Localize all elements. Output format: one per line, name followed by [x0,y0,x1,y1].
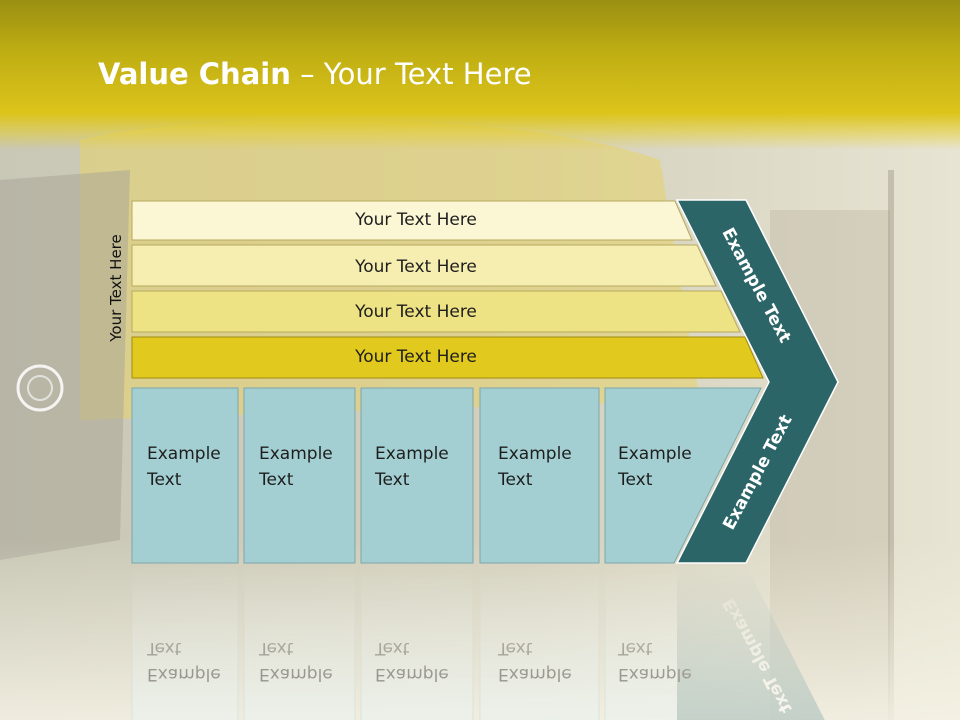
cell-4 [479,387,600,564]
reflection-cell-4 [479,564,600,720]
cell-2 [243,387,356,564]
cell-1 [131,387,239,564]
side-label: Your Text Here [107,234,125,342]
reflection-cell-5-line1: Example [618,664,692,684]
reflection-cell-1 [131,564,239,720]
cell-4-line1: Example [498,444,572,464]
band-group: Your Text Here Your Text Here Your Text … [131,200,764,379]
cell-5-line2: Text [617,470,653,490]
reflection-cell-3-line2: Text [374,638,410,658]
cell-4-line2: Text [497,470,533,490]
reflection-chevron [677,565,825,720]
reflection-cell-1-line1: Example [147,664,221,684]
reflection-cell-4-line2: Text [497,638,533,658]
slide-title-rest: – Your Text Here [290,57,532,91]
slide-title-bold: Value Chain [98,57,291,91]
cell-5-line1: Example [618,444,692,464]
cell-3-line2: Text [374,470,410,490]
slide-title: Value Chain – Your Text Here [98,52,532,96]
reflection-cell-2-line2: Text [258,638,294,658]
shadow-shape [0,170,130,560]
band-2-label: Your Text Here [354,257,477,277]
cell-2-line2: Text [258,470,294,490]
crane-mast [888,170,894,720]
cell-1-line2: Text [146,470,182,490]
reflection-cell-2-line1: Example [259,664,333,684]
band-1 [131,200,693,241]
band-2 [131,244,717,287]
title-band [0,0,960,150]
reflection: Example Text Example Text Example Text E… [131,564,825,720]
band-4-label: Your Text Here [354,347,477,367]
band-3 [131,290,741,333]
band-4 [131,336,764,379]
cell-3 [360,387,474,564]
reflection-cell-4-line1: Example [498,664,572,684]
chevron-arrow [675,199,839,564]
band-1-label: Your Text Here [354,210,477,230]
circle-emblem-icon [16,364,64,412]
reflection-cell-5-line2: Text [617,638,653,658]
reflection-cell-3 [360,564,474,720]
cells-group: Example Text Example Text Example Text E… [131,387,762,564]
reflection-cell-3-line1: Example [375,664,449,684]
reflection-cell-1-line2: Text [146,638,182,658]
cell-3-line1: Example [375,444,449,464]
cell-1-line1: Example [147,444,221,464]
cell-2-line1: Example [259,444,333,464]
cell-5 [604,387,762,564]
band-3-label: Your Text Here [354,302,477,322]
reflection-cell-2 [243,564,356,720]
